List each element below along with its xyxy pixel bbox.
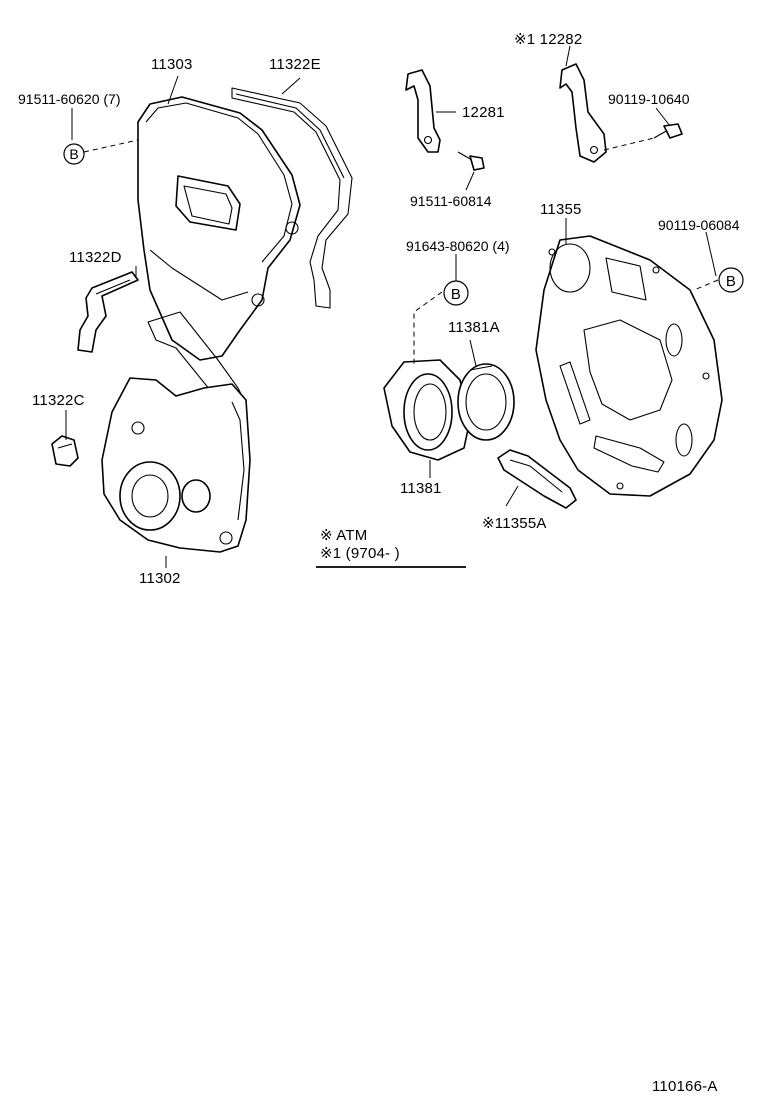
label-91643-80620: 91643-80620 (4) <box>406 238 510 254</box>
legend-line-2: ※1 (9704- ) <box>320 545 400 562</box>
label-11381A: 11381A <box>448 319 500 336</box>
label-12281: 12281 <box>462 104 505 121</box>
bracket-12282 <box>559 63 607 163</box>
label-91511-60814: 91511-60814 <box>410 193 492 209</box>
svg-text:B: B <box>69 146 78 162</box>
label-11322D: 11322D <box>69 249 122 266</box>
label-90119-06084: 90119-06084 <box>658 217 740 233</box>
label-11355A: ※11355A <box>482 515 547 532</box>
legend-line-1: ※ ATM <box>320 527 367 544</box>
label-11303: 11303 <box>151 56 193 73</box>
svg-text:B: B <box>451 286 461 303</box>
label-11381: 11381 <box>400 480 442 497</box>
label-11302: 11302 <box>139 570 181 587</box>
lower-timing-cover-11302 <box>101 311 251 553</box>
bolt-91511-60814 <box>457 151 485 171</box>
oil-seal-11381A <box>457 363 515 441</box>
legend: ※ ATM ※1 (9704- ) <box>316 527 466 568</box>
gasket-11322E <box>231 87 353 309</box>
seal-retainer-11381 <box>383 359 471 461</box>
label-11322E: 11322E <box>269 56 321 73</box>
label-11322C: 11322C <box>32 392 85 409</box>
plate-11355A <box>497 449 577 509</box>
ref-circle-b-2: B <box>443 280 469 306</box>
bracket-12281 <box>405 69 441 153</box>
gasket-11322D <box>77 271 139 353</box>
ref-circle-b-3: B <box>718 267 744 293</box>
upper-timing-cover-11303 <box>137 96 301 361</box>
label-91511-60620: 91511-60620 (7) <box>18 91 120 107</box>
label-11355: 11355 <box>540 201 582 218</box>
diagram-code: 110166-A <box>652 1078 718 1095</box>
svg-text:B: B <box>726 273 736 290</box>
label-12282: ※1 12282 <box>514 31 582 48</box>
plug-11322C <box>51 435 79 467</box>
bolt-90119-10640 <box>653 123 683 139</box>
ref-circle-b-1: B <box>63 143 85 165</box>
end-plate-11355 <box>535 235 723 497</box>
label-90119-10640: 90119-10640 <box>608 91 690 107</box>
leader-lines <box>65 45 719 568</box>
